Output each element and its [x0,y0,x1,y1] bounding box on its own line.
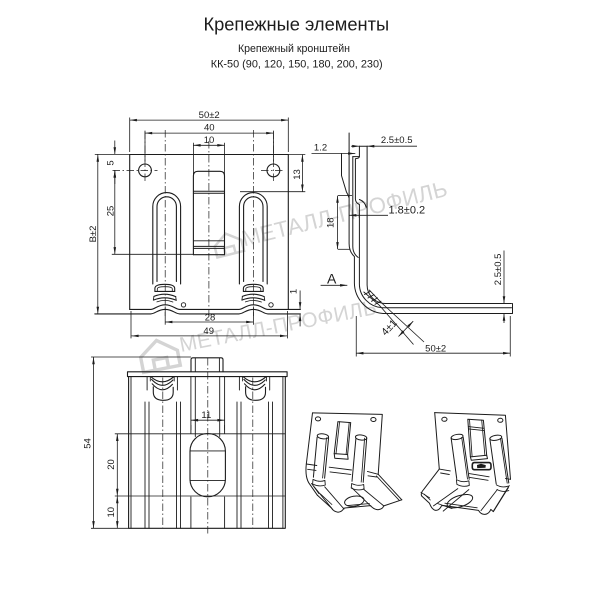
svg-text:28: 28 [205,312,216,323]
svg-text:1.8±0.2: 1.8±0.2 [389,205,426,217]
svg-text:1: 1 [288,289,299,294]
svg-text:18: 18 [326,217,337,228]
svg-text:54: 54 [83,438,94,449]
svg-text:А: А [327,271,337,287]
svg-text:5: 5 [106,160,117,165]
svg-text:1.2: 1.2 [314,142,327,153]
svg-text:20: 20 [106,459,117,470]
svg-text:10: 10 [106,507,117,518]
svg-text:40: 40 [204,123,215,134]
svg-text:КК-50 (90, 120, 150, 180, 200,: КК-50 (90, 120, 150, 180, 200, 230) [211,59,383,71]
svg-text:50±2: 50±2 [199,110,220,121]
svg-text:50±2: 50±2 [425,344,446,355]
svg-text:2.5±0.5: 2.5±0.5 [493,254,504,286]
svg-text:Крепежный кронштейн: Крепежный кронштейн [238,43,350,55]
svg-text:В±2: В±2 [88,226,99,243]
svg-text:11: 11 [201,410,211,421]
svg-text:Крепежные элементы: Крепежные элементы [203,14,389,35]
svg-text:49: 49 [203,326,214,337]
svg-text:13: 13 [292,169,303,180]
svg-text:25: 25 [106,206,117,217]
svg-text:10: 10 [204,135,215,146]
svg-text:2.5±0.5: 2.5±0.5 [381,135,413,146]
